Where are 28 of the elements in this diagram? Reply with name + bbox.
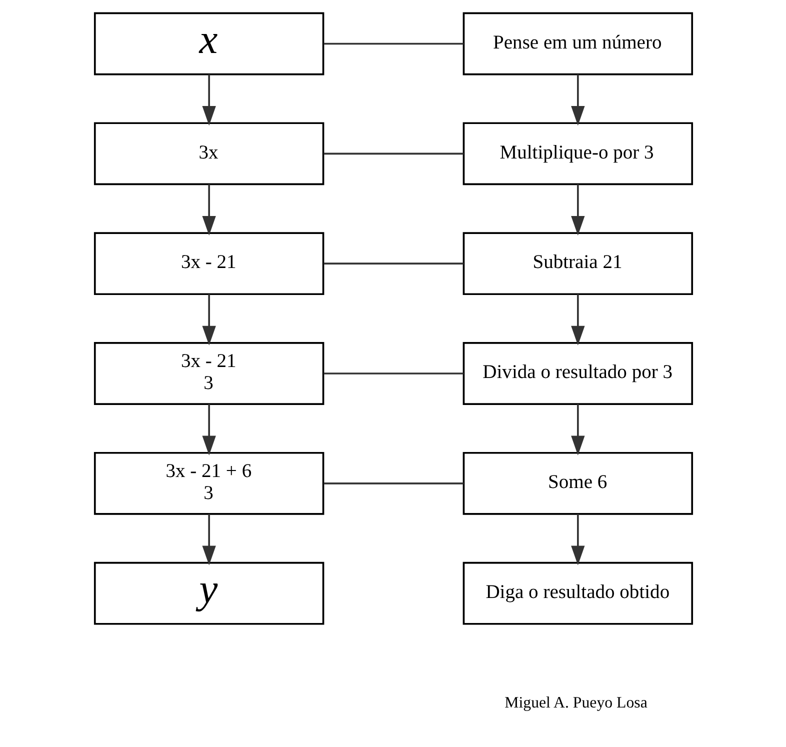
arrow	[570, 184, 584, 236]
arrow	[570, 74, 584, 126]
node-box: x	[93, 12, 324, 76]
arrow	[202, 294, 216, 346]
node-box: 3x	[93, 122, 324, 186]
connector	[323, 372, 464, 374]
node-box: y	[93, 562, 324, 625]
node-box: Multiplique-o por 3	[462, 122, 693, 186]
node-box: Diga o resultado obtido	[462, 562, 693, 625]
node-box: Subtraia 21	[462, 232, 693, 296]
arrow	[202, 184, 216, 236]
node-box: 3x - 21 + 6 3	[93, 452, 324, 515]
node-box: Pense em um número	[462, 12, 693, 76]
arrow	[570, 514, 584, 566]
connector	[323, 262, 464, 264]
connector	[323, 482, 464, 484]
connector	[323, 42, 464, 45]
arrow	[202, 74, 216, 126]
node-box: Divida o resultado por 3	[462, 342, 693, 405]
node-box: 3x - 21 3	[93, 342, 324, 405]
arrow	[202, 404, 216, 456]
label: Miguel A. Pueyo Losa	[504, 694, 647, 712]
node-box: Some 6	[462, 452, 693, 515]
connector	[323, 152, 464, 155]
arrow	[202, 514, 216, 566]
node-box: 3x - 21	[93, 232, 324, 296]
arrow	[570, 294, 584, 346]
arrow	[570, 404, 584, 456]
